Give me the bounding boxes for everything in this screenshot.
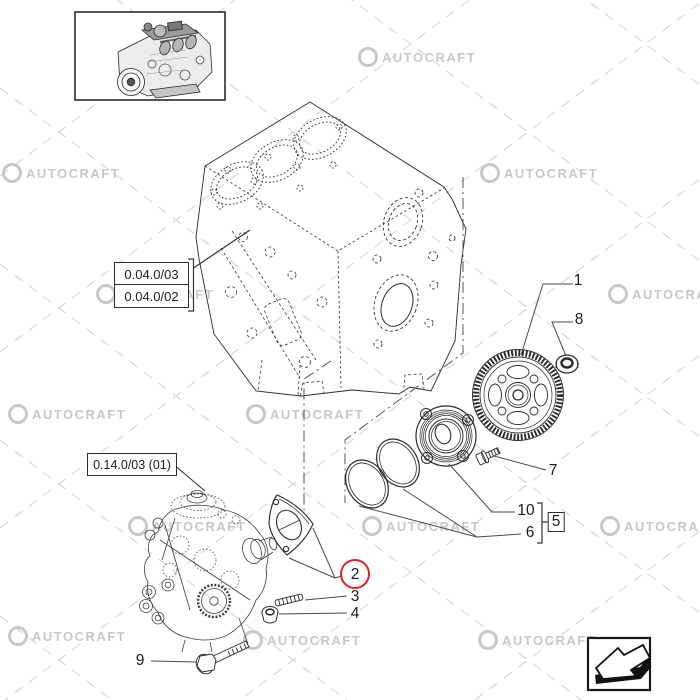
highlight-circle [340,559,370,589]
camshaft-gear [471,348,565,442]
callout-3: 3 [350,588,360,605]
nut [261,606,279,624]
ref-label-block-1: 0.04.0/03 [114,262,189,286]
callout-9: 9 [135,652,145,669]
stud [274,593,304,607]
callout-6: 6 [525,524,535,541]
leader-lines [150,229,573,663]
callout-5-boxed: 5 [547,512,565,532]
flange-bolt [195,617,250,675]
section-boundary-lines [303,177,464,518]
engine-block [195,101,467,397]
ref-label-block-2: 0.04.0/02 [114,284,189,308]
bolt-7 [475,447,501,466]
injection-pump [139,490,278,653]
o-rings [345,438,420,509]
page-back-arrow-icon [586,636,652,692]
callout-7: 7 [548,462,558,479]
callout-2-highlighted: 2 [350,566,360,583]
callout-1: 1 [573,272,583,289]
callout-4: 4 [350,605,360,622]
callout-10: 10 [517,502,535,519]
engine-thumbnail [74,11,226,101]
mounting-plate [268,494,314,556]
bushing [555,354,579,374]
callout-8: 8 [574,311,584,328]
drive-hub [415,405,477,467]
ref-label-pump: 0.14.0/03 (01) [87,453,177,476]
